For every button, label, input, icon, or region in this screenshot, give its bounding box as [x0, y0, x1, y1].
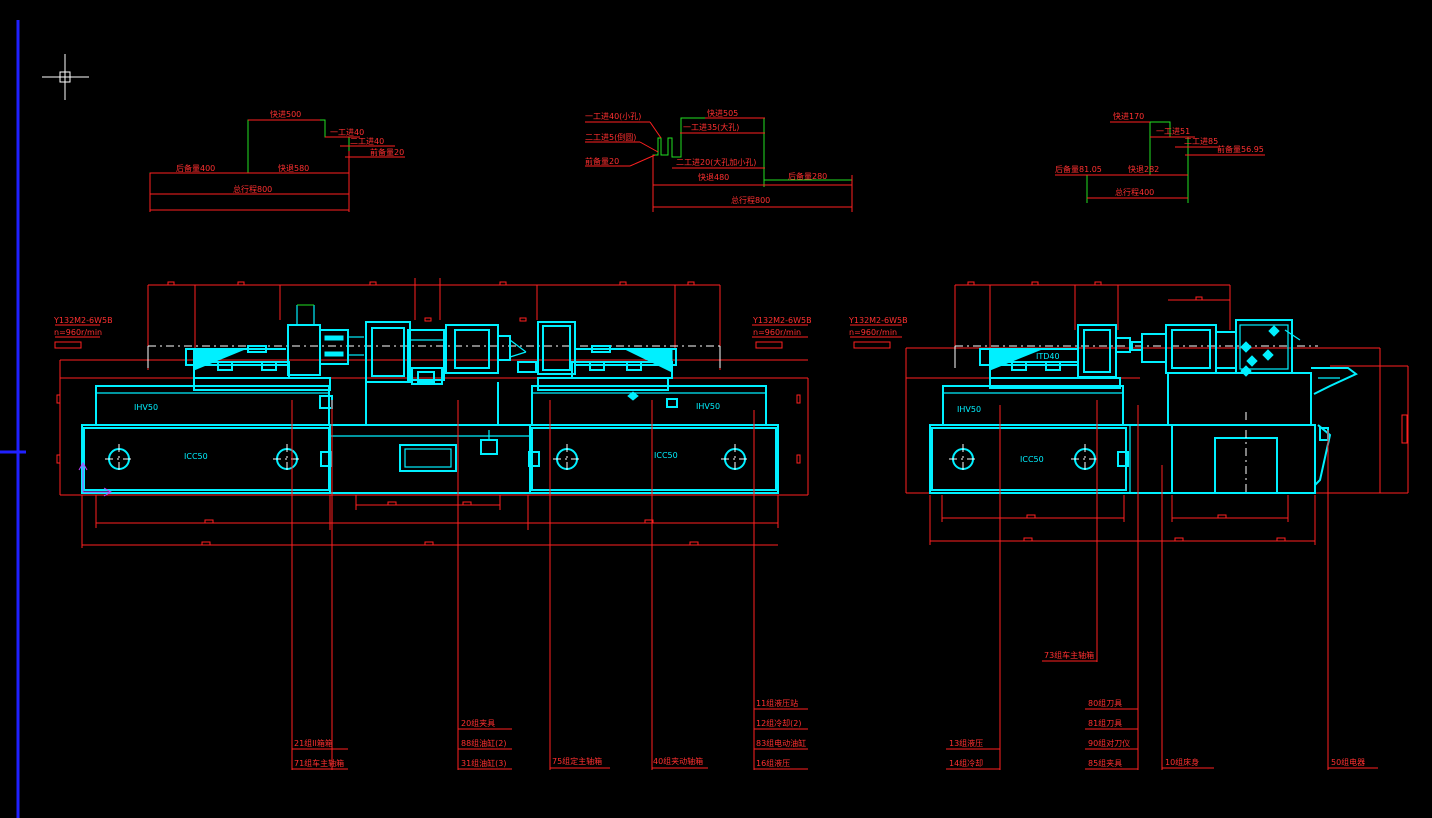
spec-label: n=960r/min — [753, 328, 801, 337]
spec-label: Y132M2-6W5B — [53, 316, 113, 325]
part-label: 10组床身 — [1165, 757, 1199, 767]
chart-label: 前备量20 — [370, 147, 404, 157]
bed-model-label: ICC50 — [1020, 455, 1044, 464]
part-labels-left: 21组II箱箱 71组车主轴箱 20组夹具 88组油缸(2) 31组油缸(3) … — [292, 698, 808, 770]
spec-label: Y132M2-6W5B — [752, 316, 812, 325]
bed-model-label: ICC50 — [654, 451, 678, 460]
process-chart-middle: 一工进40(小孔) 快进505 一工进35(大孔) 二工进5(倒圆) 前备量20… — [585, 108, 853, 212]
slide-model-label: IHV50 — [957, 405, 981, 414]
part-label: 90组对刀仪 — [1088, 738, 1130, 748]
crosshair-cursor-icon — [42, 54, 89, 100]
chart-label: 二工进85 — [1184, 137, 1218, 146]
part-label: 11组液压站 — [756, 698, 798, 708]
chart-label: 二工进5(倒圆) — [585, 132, 636, 142]
slide-model-label: IHV50 — [134, 403, 158, 412]
chart-label: 一工进35(大孔) — [683, 122, 739, 132]
part-label: 88组油缸(2) — [461, 738, 507, 748]
chart-label: 快进500 — [270, 109, 301, 119]
part-label: 21组II箱箱 — [294, 738, 333, 748]
chart-label: 快进170 — [1113, 111, 1144, 121]
chart-label: 快退580 — [278, 163, 309, 173]
ucs-axis-icon — [78, 461, 113, 497]
part-label: 83组电动油缸 — [756, 738, 806, 748]
chart-label: 后备量81.05 — [1055, 164, 1102, 174]
chart-label: 一工进51 — [1156, 127, 1190, 136]
chart-label: 一工进40 — [330, 128, 364, 137]
part-label: 14组冷却 — [949, 758, 983, 768]
part-label: 80组刀具 — [1088, 698, 1122, 708]
chart-label: 二工进40 — [350, 137, 384, 146]
dimension-lines — [56, 278, 809, 548]
part-label: 81组刀具 — [1088, 718, 1122, 728]
chart-label: 总行程800 — [731, 195, 770, 205]
chart-label: 总行程400 — [1115, 187, 1154, 197]
chart-label: 总行程800 — [233, 184, 272, 194]
part-label: 13组液压 — [949, 738, 983, 748]
machine-side-view: Y132M2-6W5B n=960r/min — [848, 281, 1409, 770]
part-label: 31组油缸(3) — [461, 758, 507, 768]
chart-label: 后备量280 — [788, 171, 827, 181]
spec-label: Y132M2-6W5B — [848, 316, 908, 325]
part-label: 85组夹具 — [1088, 758, 1122, 768]
part-label: 40组夹动轴箱 — [653, 756, 703, 766]
spec-label: n=960r/min — [849, 328, 897, 337]
chart-label: 快进505 — [707, 108, 738, 118]
part-label: 75组定主轴箱 — [552, 756, 602, 766]
part-label: 20组夹具 — [461, 718, 495, 728]
chart-label: 后备量400 — [176, 163, 215, 173]
machine-front-view: Y132M2-6W5B n=960r/min Y132M2-6W5B n=960… — [53, 278, 812, 770]
part-labels-right: 13组液压 14组冷却 73组车主轴箱 80组刀具 81组刀具 90组对刀仪 8… — [946, 650, 1378, 770]
slide-model-label: IHV50 — [696, 402, 720, 411]
chart-label: 快退480 — [698, 172, 729, 182]
chart-label: 前备量20 — [585, 156, 619, 166]
part-label: 12组冷却(2) — [756, 718, 802, 728]
head-model-label: ITD40 — [1036, 352, 1060, 361]
bed-model-label: ICC50 — [184, 452, 208, 461]
spec-label: n=960r/min — [54, 328, 102, 337]
chart-label: 快退282 — [1128, 164, 1159, 174]
process-chart-left: 快进500 一工进40 二工进40 前备量20 后备量400 快退580 总行程… — [149, 109, 405, 212]
chart-label: 一工进40(小孔) — [585, 112, 641, 121]
part-label: 73组车主轴箱 — [1044, 650, 1094, 660]
chart-label: 前备量56.95 — [1217, 144, 1264, 154]
part-label: 71组车主轴箱 — [294, 758, 344, 768]
chart-label: 二工进20(大孔加小孔) — [676, 157, 756, 167]
process-chart-right: 快进170 一工进51 二工进85 前备量56.95 后备量81.05 快退28… — [1055, 111, 1265, 203]
part-label: 50组电器 — [1331, 757, 1365, 767]
part-label: 16组液压 — [756, 758, 790, 768]
